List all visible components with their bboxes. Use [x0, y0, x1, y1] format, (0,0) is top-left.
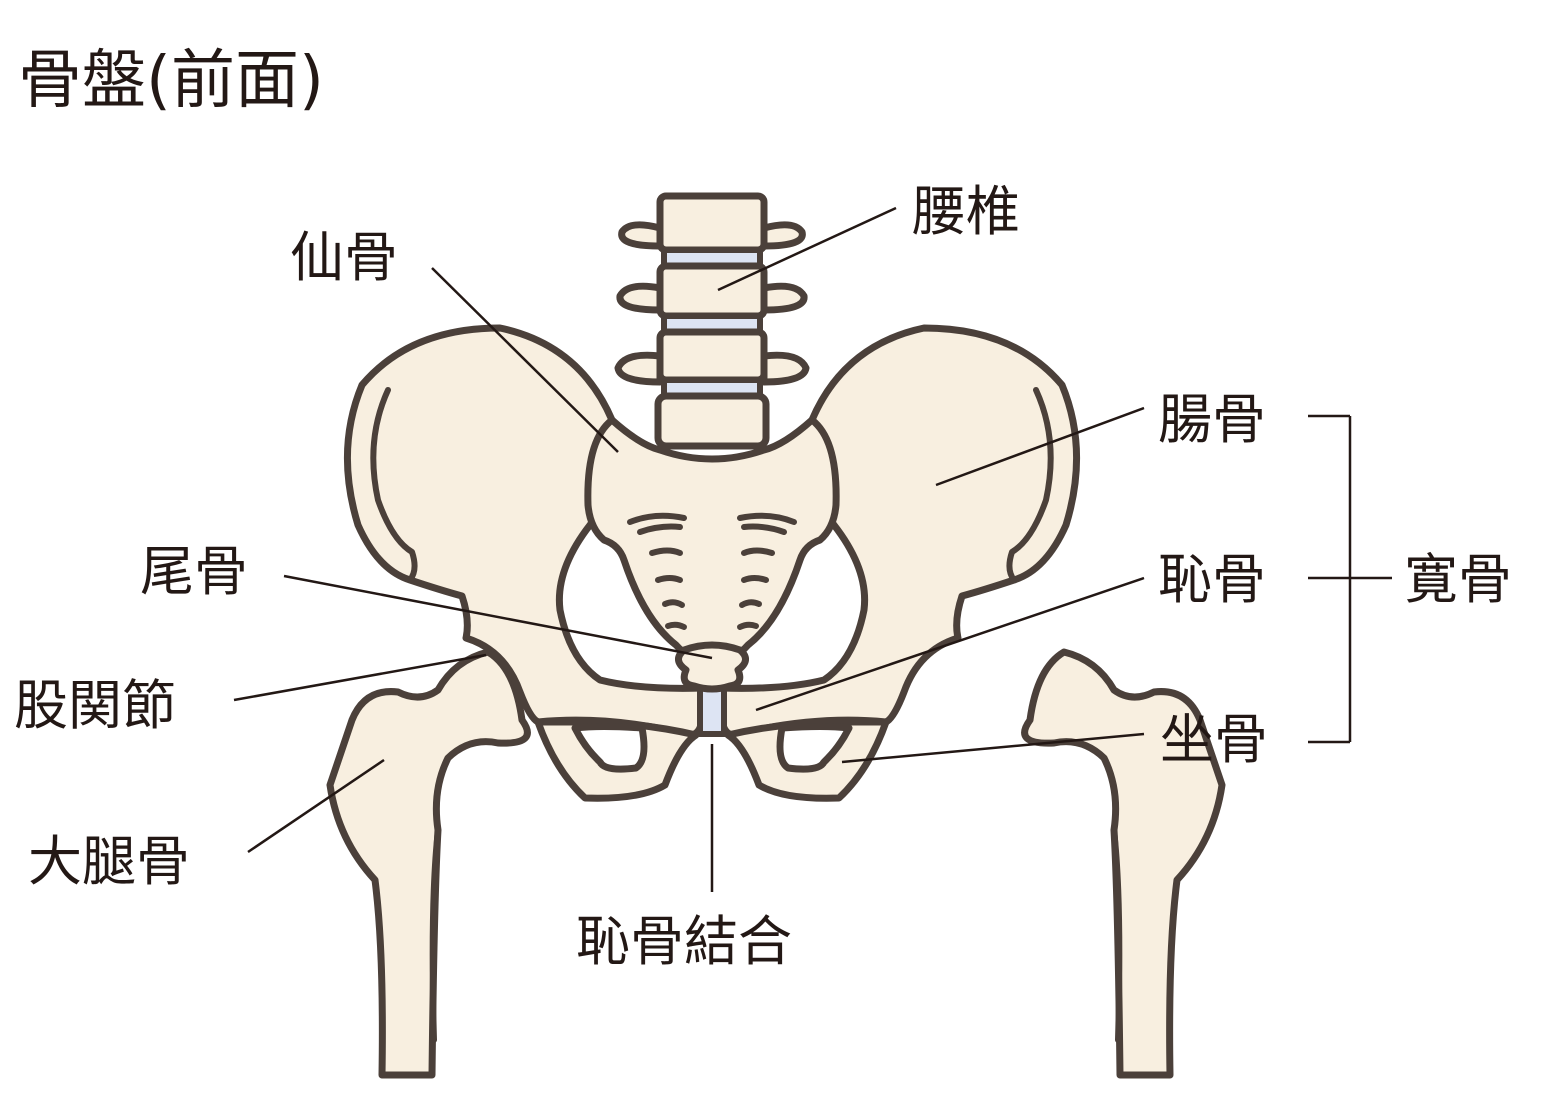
- sacrum: [584, 416, 840, 669]
- label-ilium: 腸骨: [1158, 388, 1266, 451]
- hip-joint-leader: [233, 653, 487, 702]
- label-hip-joint: 股関節: [14, 674, 176, 737]
- femur-leader: [247, 758, 385, 854]
- left-hip-bone: [343, 324, 707, 739]
- ischium-leader: [841, 732, 1145, 764]
- left-obturator-foramen: [571, 723, 648, 773]
- label-pubic-symphysis: 恥骨結合: [576, 910, 792, 973]
- diagram-title: 骨盤(前面): [18, 44, 324, 118]
- coccyx-leader: [283, 574, 713, 660]
- right-hip-bone: [717, 324, 1081, 739]
- left-femur: [326, 648, 531, 1079]
- right-femur: [1021, 648, 1226, 1079]
- sacrum-leader: [431, 267, 619, 453]
- ilium-leader: [935, 406, 1145, 487]
- right-obturator-foramen: [776, 723, 853, 773]
- label-hip-bone: 寛骨: [1404, 548, 1512, 611]
- hip-bone-bracket: [1308, 414, 1392, 744]
- label-femur: 大腿骨: [28, 830, 190, 893]
- label-lumbar: 腰椎: [912, 180, 1020, 243]
- label-ischium: 坐骨: [1160, 708, 1268, 771]
- coccyx: [675, 641, 749, 693]
- label-sacrum: 仙骨: [290, 226, 398, 289]
- lumbar-leader: [717, 206, 897, 292]
- label-pubis: 恥骨: [1158, 548, 1266, 611]
- lumbar-vertebrae: [614, 192, 810, 450]
- label-coccyx: 尾骨: [140, 540, 248, 603]
- pubis-leader: [755, 576, 1145, 712]
